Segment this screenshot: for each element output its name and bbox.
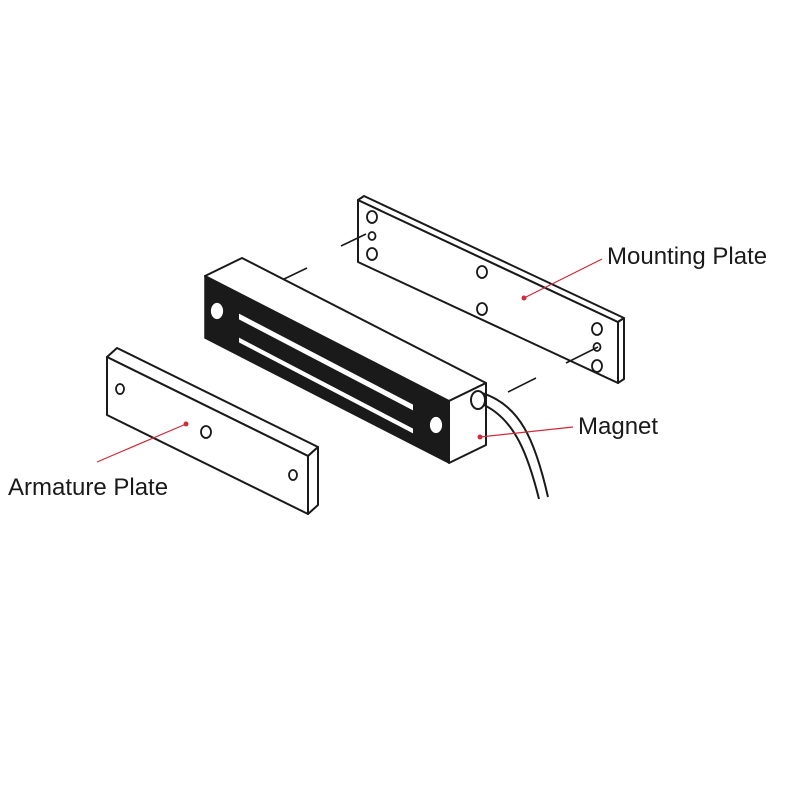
- cable: [483, 404, 540, 500]
- alignment-dash: [507, 377, 537, 393]
- mounting-hole: [366, 210, 378, 224]
- leader-lines: [96, 258, 603, 463]
- alignment-dash: [565, 346, 599, 364]
- armature-hole: [115, 383, 125, 395]
- magnet-core-strip: [237, 311, 415, 413]
- leader-dot-mounting-plate: [521, 295, 527, 301]
- mounting-plate-label: Mounting Plate: [607, 243, 768, 270]
- mounting-plate: [357, 195, 625, 384]
- armature-hole: [200, 425, 212, 439]
- alignment-dash: [281, 267, 308, 281]
- magnet-screw-hole: [428, 415, 444, 435]
- cable-grommet: [470, 390, 486, 410]
- magnet-core-strip: [237, 335, 415, 436]
- cable: [481, 392, 549, 498]
- magnet-label: Magnet: [578, 413, 659, 440]
- mounting-hole: [367, 231, 377, 241]
- leader-dot-magnet: [477, 434, 483, 440]
- mounting-hole: [591, 359, 603, 373]
- alignment-dash: [340, 233, 367, 247]
- magnet-screw-hole: [209, 301, 225, 321]
- mounting-hole: [591, 322, 603, 336]
- magnet: [204, 257, 549, 500]
- leader-line-magnet: [479, 426, 574, 438]
- mounting-hole: [476, 265, 488, 279]
- armature-hole: [288, 469, 298, 481]
- armature-plate-side-edge: [307, 446, 319, 515]
- armature-plate-label: Armature Plate: [8, 474, 169, 501]
- mounting-hole: [476, 302, 488, 316]
- armature-plate: [106, 347, 319, 515]
- mounting-plate-side-edge: [617, 317, 625, 384]
- mounting-hole: [366, 247, 378, 261]
- leader-line-mounting-plate: [523, 258, 603, 299]
- leader-line-armature-plate: [96, 423, 187, 463]
- leader-dot-armature-plate: [183, 421, 189, 427]
